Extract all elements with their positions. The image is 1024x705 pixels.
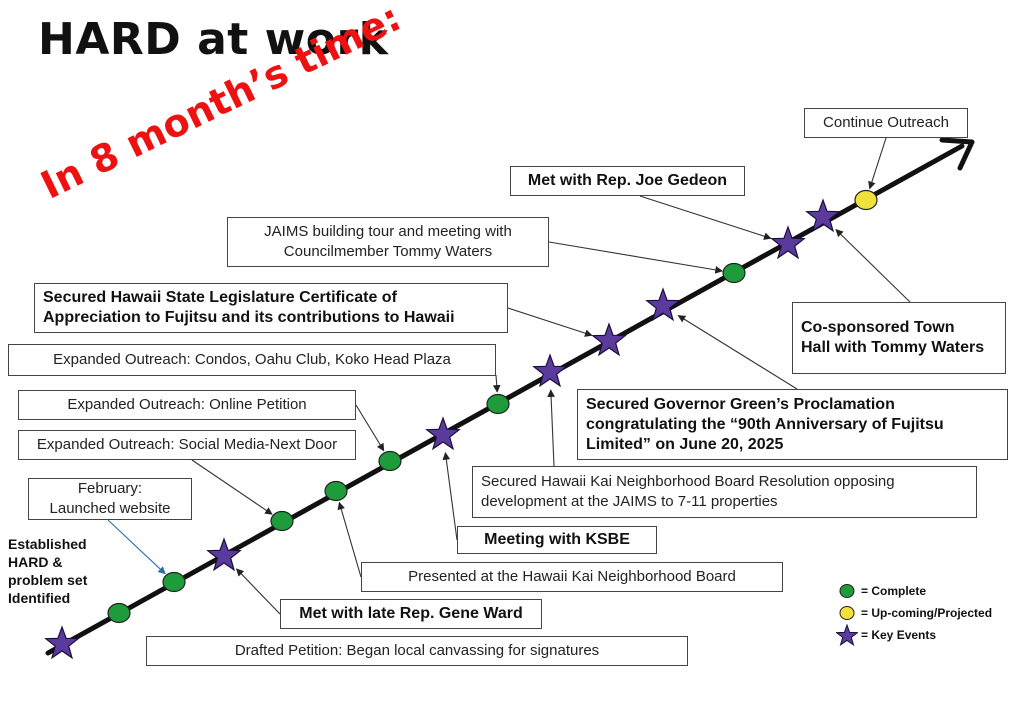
social-media-marker <box>270 510 294 532</box>
joe-gedeon-marker <box>770 225 806 260</box>
online-petition-connector <box>355 404 385 452</box>
event-text-line: JAIMS building tour and meeting with <box>264 223 512 240</box>
timeline-markers <box>44 189 878 660</box>
event-text-line: Expanded Outreach: Social Media-Next Doo… <box>36 436 338 453</box>
continue-outreach-connector <box>868 137 887 190</box>
drafted-petition-box: Drafted Petition: Began local canvassing… <box>146 636 688 666</box>
event-text-line: Secured Hawaii Kai Neighborhood Board Re… <box>481 473 895 490</box>
jaims-tour-connector <box>548 241 723 274</box>
neighborhood-board-box: Presented at the Hawaii Kai Neighborhood… <box>361 562 783 592</box>
social-media-connector <box>191 459 273 515</box>
event-text-line: Expanded Outreach: Condos, Oahu Club, Ko… <box>53 351 451 368</box>
jaims-tour-marker <box>722 262 746 284</box>
event-text-line: Met with Rep. Joe Gedeon <box>527 172 728 189</box>
event-text-line: Secured Hawaii State Legislature Certifi… <box>43 289 397 306</box>
event-text-line: Hall with Tommy Waters <box>801 339 985 356</box>
condos-connector <box>492 374 501 393</box>
event-text-line: HARD & <box>8 554 63 570</box>
launched-website-connector <box>107 519 166 575</box>
legend-item-complete: = Complete <box>836 580 926 602</box>
event-text-line: Presented at the Hawaii Kai Neighborhood… <box>408 568 736 585</box>
legend-label: = Key Events <box>861 628 937 642</box>
event-text-line: Met with late Rep. Gene Ward <box>299 605 523 622</box>
event-text-line: Secured Governor Green’s Proclamation <box>586 395 895 413</box>
joe-gedeon-box: Met with Rep. Joe Gedeon <box>510 166 745 196</box>
event-text-line: development at the JAIMS to 7-11 propert… <box>481 493 778 510</box>
town-hall-connector <box>835 229 911 303</box>
event-text-line: Drafted Petition: Began local canvassing… <box>234 642 600 659</box>
legend-item-key_event: = Key Events <box>836 624 936 646</box>
online-petition-box: Expanded Outreach: Online Petition <box>18 390 356 420</box>
nb-resolution-connector <box>547 389 555 467</box>
neighborhood-board-connector <box>337 501 362 578</box>
town-hall-marker <box>805 198 841 233</box>
legislature-box: Secured Hawaii State Legislature Certifi… <box>34 283 508 333</box>
joe-gedeon-connector <box>639 195 772 240</box>
launched-website-marker <box>162 571 186 593</box>
ksbe-box: Meeting with KSBE <box>457 526 657 554</box>
event-text-line: Limited” on June 20, 2025 <box>586 435 784 453</box>
condos-box: Expanded Outreach: Condos, Oahu Club, Ko… <box>8 344 496 376</box>
page-title: HARD at work <box>38 14 389 65</box>
governor-connector <box>677 315 798 390</box>
event-text-line: Councilmember Tommy Waters <box>283 243 493 260</box>
continue-outreach-box: Continue Outreach <box>804 108 968 138</box>
gene-ward-connector <box>235 568 281 615</box>
governor-box: Secured Governor Green’s Proclamation con… <box>577 389 1008 460</box>
connector-lines <box>107 137 911 615</box>
ksbe-connector <box>442 452 458 541</box>
star-icon <box>836 624 858 646</box>
event-text-line: Identified <box>8 590 71 606</box>
gene-ward-marker <box>206 537 242 572</box>
legislature-connector <box>507 307 593 337</box>
event-text-line: congratulating the “90th Anniversary of … <box>586 415 944 433</box>
launched-website-box: February: Launched website <box>28 478 192 520</box>
ksbe-marker <box>425 416 461 451</box>
event-text-line: Meeting with KSBE <box>484 531 630 548</box>
event-text-line: Expanded Outreach: Online Petition <box>67 396 307 413</box>
legend-label: = Up-coming/Projected <box>861 606 993 620</box>
legislature-marker <box>591 322 627 357</box>
legend-item-upcoming: = Up-coming/Projected <box>836 602 992 624</box>
governor-marker <box>645 287 681 322</box>
event-text-line: problem set <box>8 572 88 588</box>
neighborhood-board-marker <box>324 480 348 502</box>
dot-icon <box>839 606 855 620</box>
legend-label: = Complete <box>861 584 927 598</box>
nb-resolution-box: Secured Hawaii Kai Neighborhood Board Re… <box>472 466 977 518</box>
online-petition-marker <box>378 450 402 472</box>
nb-resolution-marker <box>532 353 568 388</box>
event-text-line: Continue Outreach <box>823 114 949 131</box>
drafted-petition-marker <box>107 602 131 624</box>
dot-icon <box>839 584 855 598</box>
timeline-arrowhead <box>939 137 975 171</box>
social-media-box: Expanded Outreach: Social Media-Next Doo… <box>18 430 356 460</box>
event-text-line: Launched website <box>49 500 171 517</box>
condos-marker <box>486 393 510 415</box>
gene-ward-box: Met with late Rep. Gene Ward <box>280 599 542 629</box>
continue-outreach-marker <box>854 189 878 211</box>
event-text-line: Established <box>8 536 87 552</box>
event-text-line: February: <box>77 480 143 497</box>
event-text-line: Appreciation to Fujitsu and its contribu… <box>43 309 455 326</box>
established-marker <box>44 625 80 660</box>
event-text-line: Co-sponsored Town <box>801 319 955 336</box>
